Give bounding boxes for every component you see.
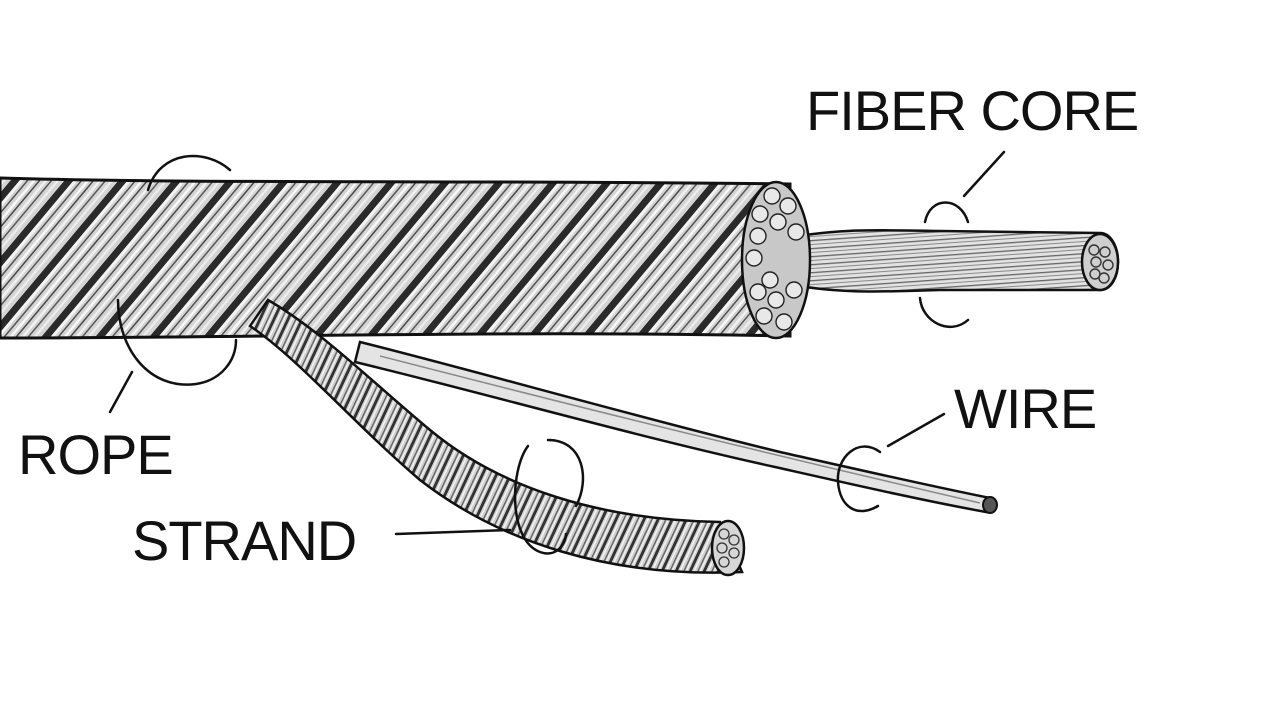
rope-callout [108, 154, 238, 414]
wire-callout [836, 412, 946, 513]
fiber-core-drawing [778, 228, 1120, 293]
rope-label: ROPE [18, 423, 173, 486]
rope-drawing [0, 176, 812, 340]
strand-drawing [248, 298, 746, 577]
strand-label: STRAND [132, 509, 356, 572]
wire-label: WIRE [954, 377, 1096, 440]
wire-drawing [353, 340, 998, 514]
strand-callout [394, 438, 585, 555]
fiber-core-callout [918, 150, 1006, 328]
fiber-core-label: FIBER CORE [806, 79, 1138, 142]
